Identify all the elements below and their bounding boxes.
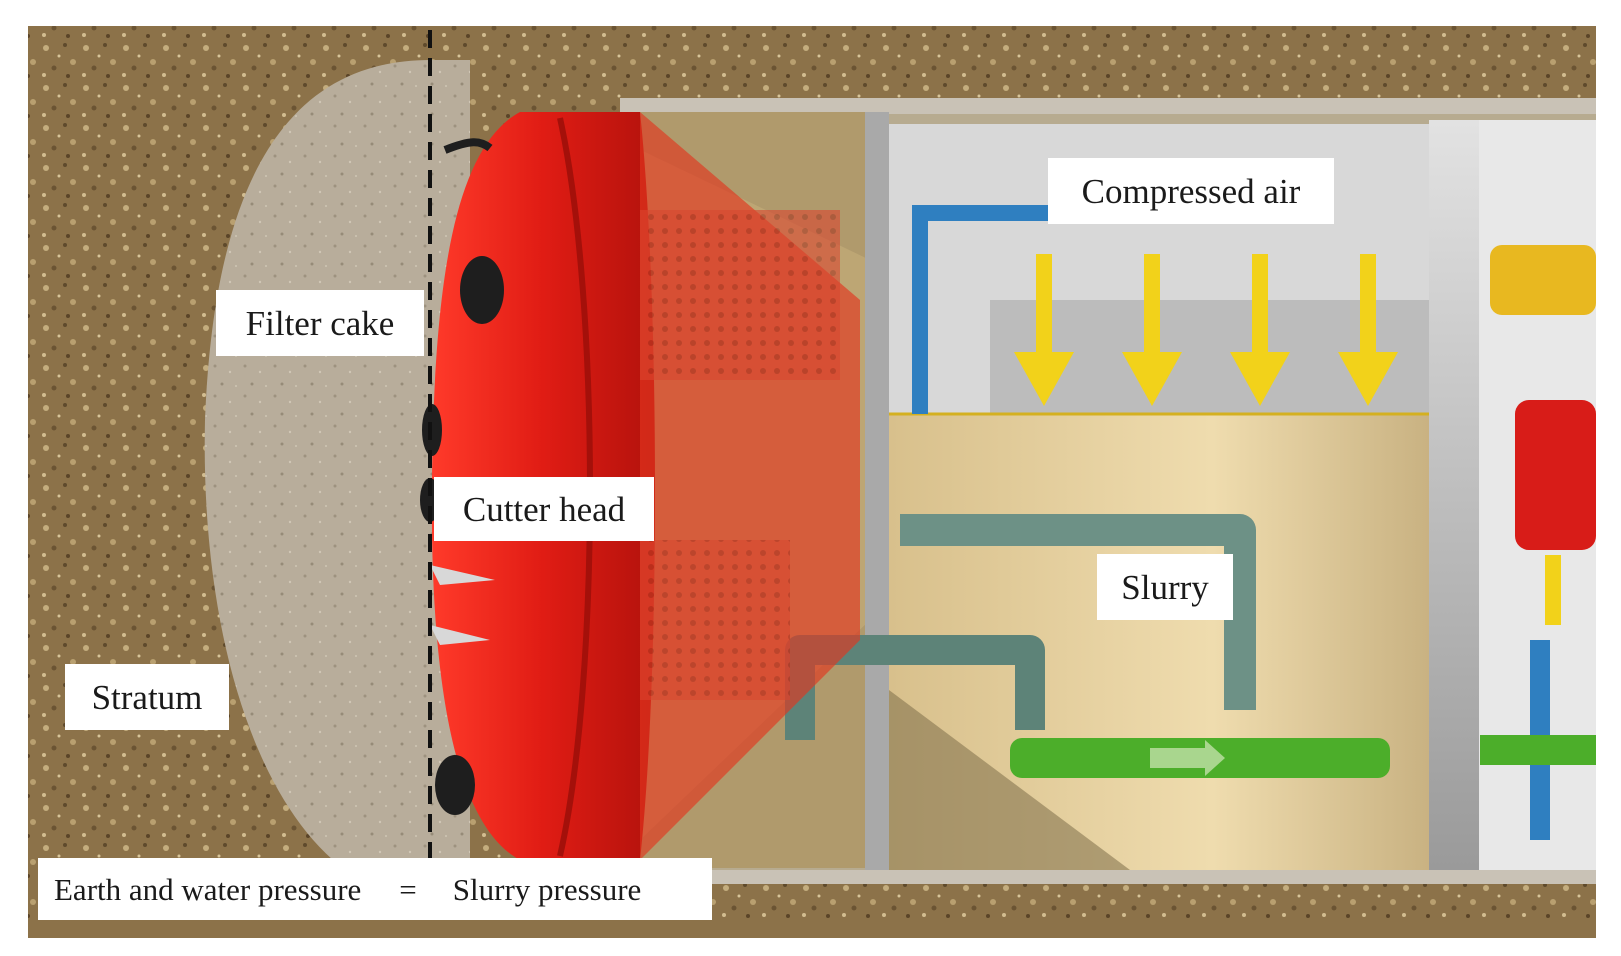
air-arrow-2 bbox=[1122, 254, 1182, 406]
compressed-air-arrows bbox=[1014, 254, 1398, 406]
yellow-cylinder bbox=[1490, 245, 1596, 315]
soil-bottom-band bbox=[28, 920, 1596, 938]
filter-cake-label: Filter cake bbox=[216, 290, 424, 356]
cutter-disc-4 bbox=[435, 755, 475, 815]
equals-sign: = bbox=[399, 871, 417, 907]
scraper-2 bbox=[430, 625, 490, 645]
slurry-feed-pipe bbox=[900, 514, 1256, 710]
air-arrow-3 bbox=[1230, 254, 1290, 406]
cutter-head-mesh-lower bbox=[640, 540, 790, 700]
discharge-flow-arrow bbox=[1150, 740, 1225, 776]
rear-bulkhead bbox=[1429, 120, 1479, 870]
cutter-head-label: Cutter head bbox=[434, 477, 654, 541]
bulkhead-wall bbox=[865, 112, 889, 870]
tunnel-lower-edge bbox=[640, 870, 1596, 884]
scraper-1 bbox=[430, 565, 495, 585]
air-supply-pipe bbox=[912, 205, 1060, 414]
green-outlet-pipe bbox=[1480, 735, 1596, 765]
air-arrow-4 bbox=[1338, 254, 1398, 406]
earth-water-pressure-text: Earth and water pressure bbox=[54, 871, 362, 907]
red-motor bbox=[1515, 400, 1596, 550]
pressure-balance-equation: Earth and water pressure = Slurry pressu… bbox=[38, 858, 712, 920]
yellow-valve bbox=[1545, 555, 1561, 625]
slurry-pressure-text: Slurry pressure bbox=[452, 871, 642, 907]
air-arrow-1 bbox=[1014, 254, 1074, 406]
stratum-label: Stratum bbox=[65, 664, 229, 730]
cutter-disc-1 bbox=[460, 256, 504, 324]
compressed-air-label: Compressed air bbox=[1048, 158, 1334, 224]
filter-cake-zone bbox=[204, 60, 471, 880]
submerged-wall-base bbox=[889, 690, 1130, 870]
slurry-label: Slurry bbox=[1097, 554, 1233, 620]
cutter-head-mesh bbox=[640, 210, 840, 380]
scraper-3 bbox=[443, 138, 493, 154]
tunnel-upper-edge bbox=[620, 98, 1596, 114]
